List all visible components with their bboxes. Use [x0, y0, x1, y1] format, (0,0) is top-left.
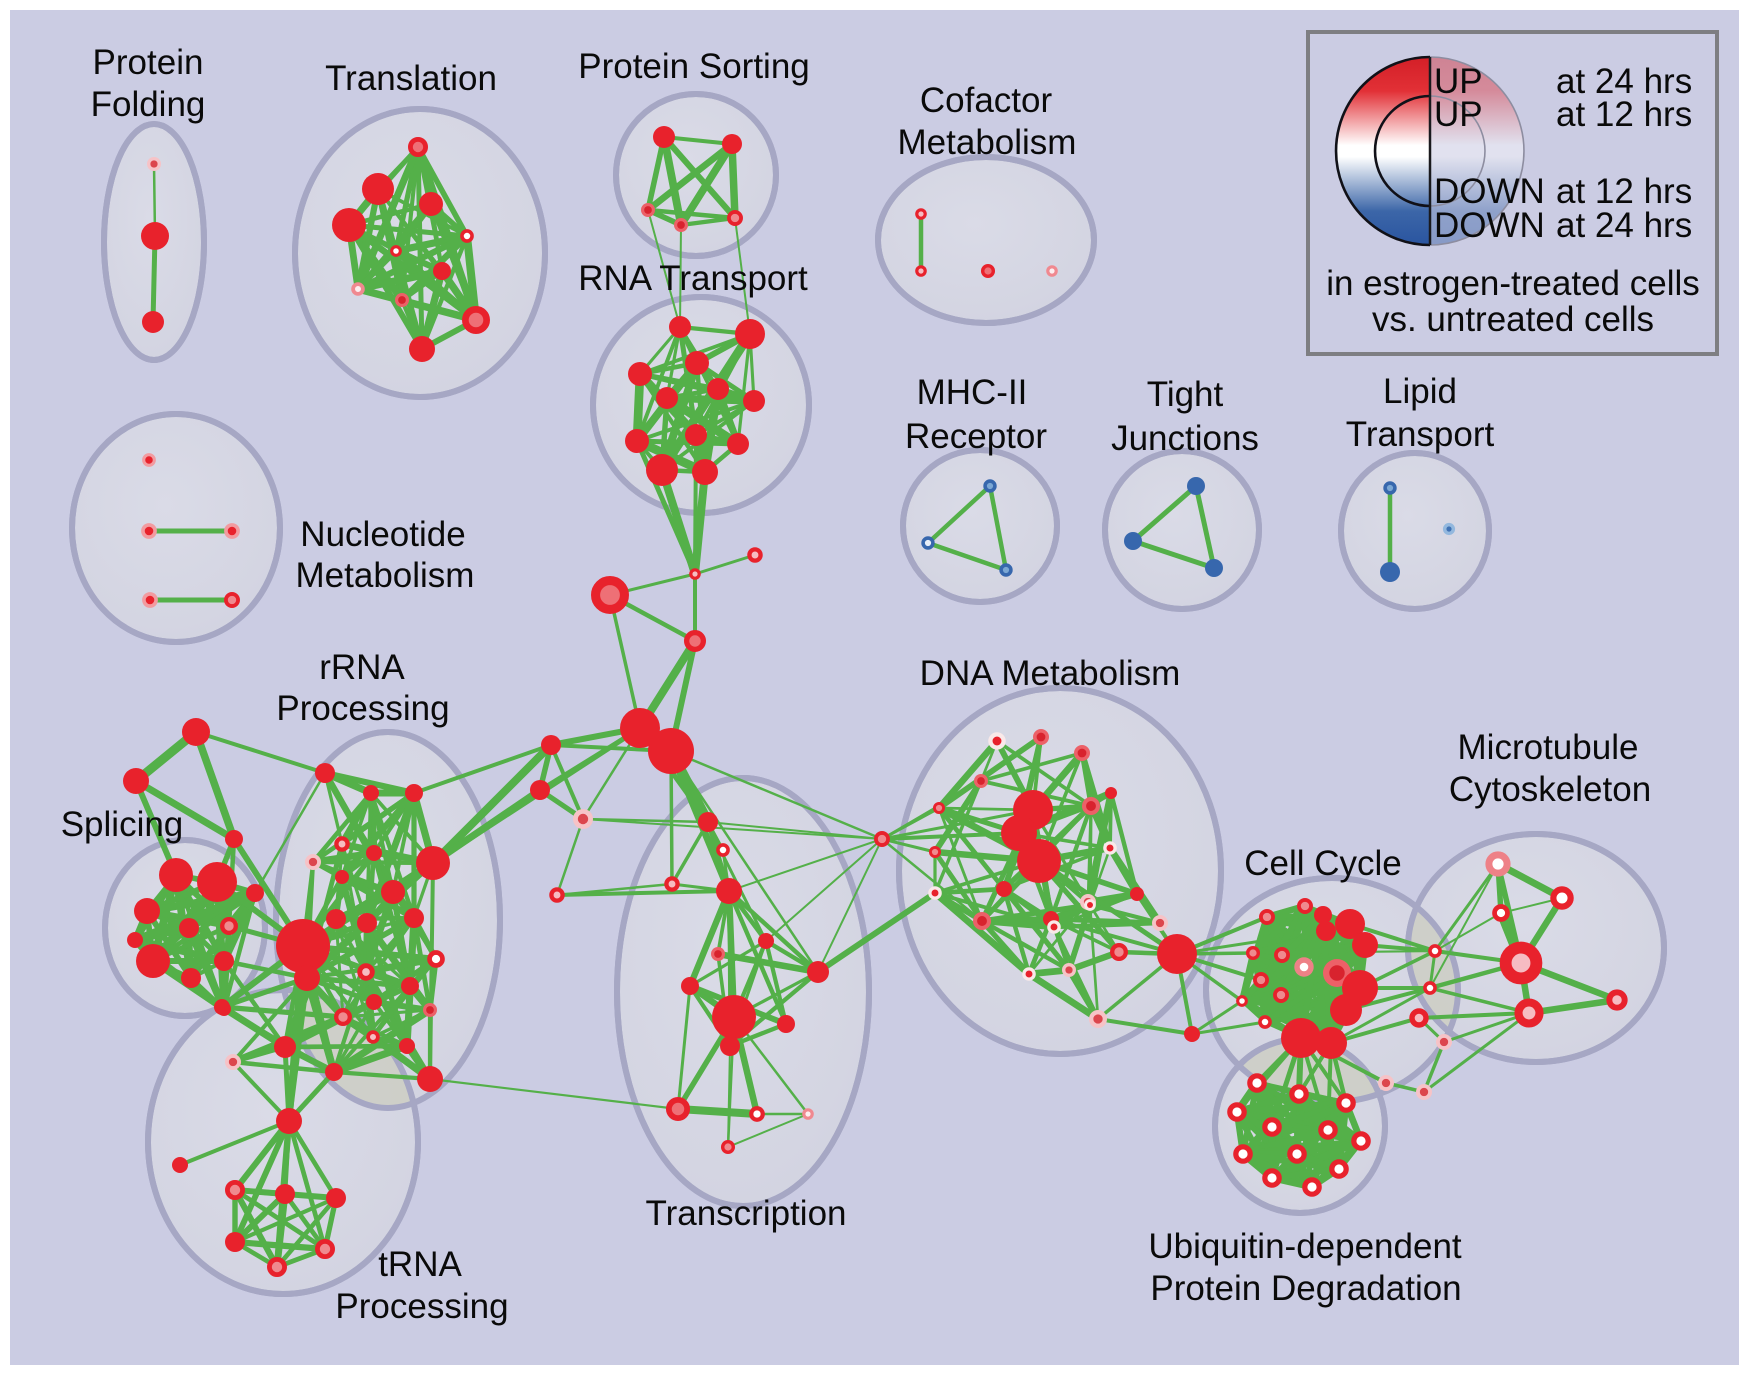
svg-text:Cofactor: Cofactor — [920, 81, 1053, 120]
svg-text:at 24 hrs: at 24 hrs — [1556, 206, 1692, 245]
svg-text:Tight: Tight — [1147, 375, 1224, 414]
svg-text:Cell Cycle: Cell Cycle — [1244, 844, 1402, 883]
svg-text:in estrogen-treated cells: in estrogen-treated cells — [1326, 264, 1700, 303]
svg-text:Translation: Translation — [325, 59, 497, 98]
svg-text:Microtubule: Microtubule — [1458, 728, 1639, 767]
svg-text:UP: UP — [1434, 95, 1483, 134]
svg-text:rRNA: rRNA — [319, 648, 405, 687]
svg-text:Receptor: Receptor — [905, 417, 1047, 456]
svg-text:RNA Transport: RNA Transport — [578, 259, 808, 298]
svg-text:at 12 hrs: at 12 hrs — [1556, 95, 1692, 134]
svg-text:at 12 hrs: at 12 hrs — [1556, 172, 1692, 211]
svg-text:Protein Degradation: Protein Degradation — [1150, 1269, 1461, 1308]
svg-text:Folding: Folding — [91, 85, 206, 124]
svg-text:Ubiquitin-dependent: Ubiquitin-dependent — [1148, 1227, 1462, 1266]
svg-text:Metabolism: Metabolism — [898, 123, 1077, 162]
svg-text:Transport: Transport — [1346, 415, 1495, 454]
svg-text:Cytoskeleton: Cytoskeleton — [1449, 770, 1651, 809]
svg-text:DOWN: DOWN — [1434, 172, 1545, 211]
svg-text:DNA Metabolism: DNA Metabolism — [920, 654, 1181, 693]
svg-text:Protein Sorting: Protein Sorting — [578, 47, 810, 86]
svg-text:Protein: Protein — [93, 43, 204, 82]
svg-text:DOWN: DOWN — [1434, 206, 1545, 245]
svg-text:Lipid: Lipid — [1383, 372, 1457, 411]
svg-text:tRNA: tRNA — [378, 1245, 462, 1284]
svg-text:Processing: Processing — [335, 1287, 508, 1326]
svg-text:Junctions: Junctions — [1111, 419, 1259, 458]
svg-text:MHC-II: MHC-II — [917, 373, 1028, 412]
svg-text:Metabolism: Metabolism — [296, 556, 475, 595]
svg-text:Nucleotide: Nucleotide — [300, 515, 465, 554]
svg-text:UP: UP — [1434, 62, 1483, 101]
svg-text:Transcription: Transcription — [646, 1194, 847, 1233]
svg-text:at 24 hrs: at 24 hrs — [1556, 62, 1692, 101]
svg-text:Splicing: Splicing — [61, 805, 184, 844]
svg-text:vs. untreated cells: vs. untreated cells — [1372, 300, 1654, 339]
svg-text:Processing: Processing — [276, 689, 449, 728]
